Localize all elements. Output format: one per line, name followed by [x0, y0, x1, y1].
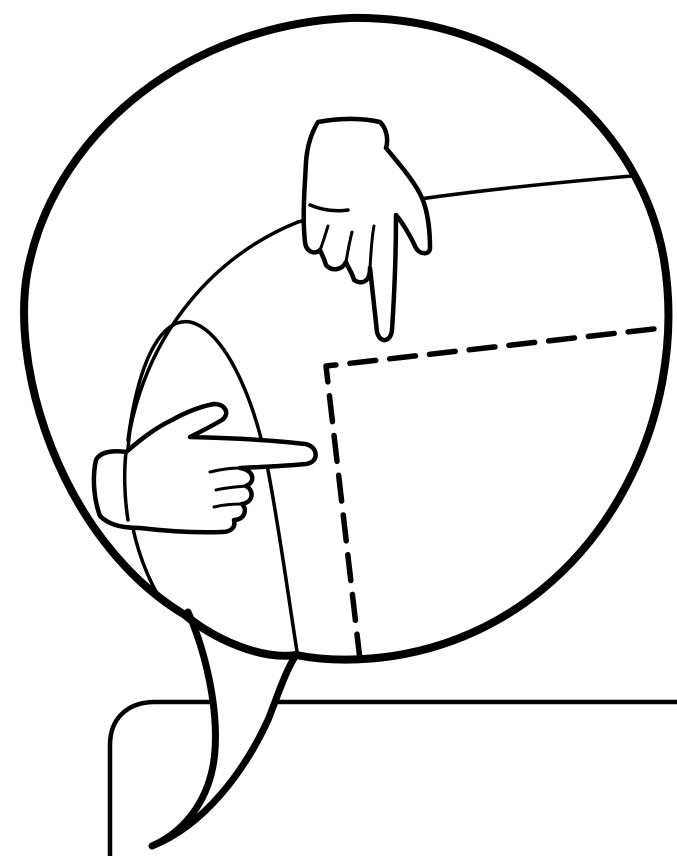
pointing-down-hand-icon — [304, 119, 430, 340]
bubble-tail — [152, 612, 296, 846]
device-frame — [110, 702, 677, 856]
pointing-right-hand-icon — [94, 404, 316, 532]
